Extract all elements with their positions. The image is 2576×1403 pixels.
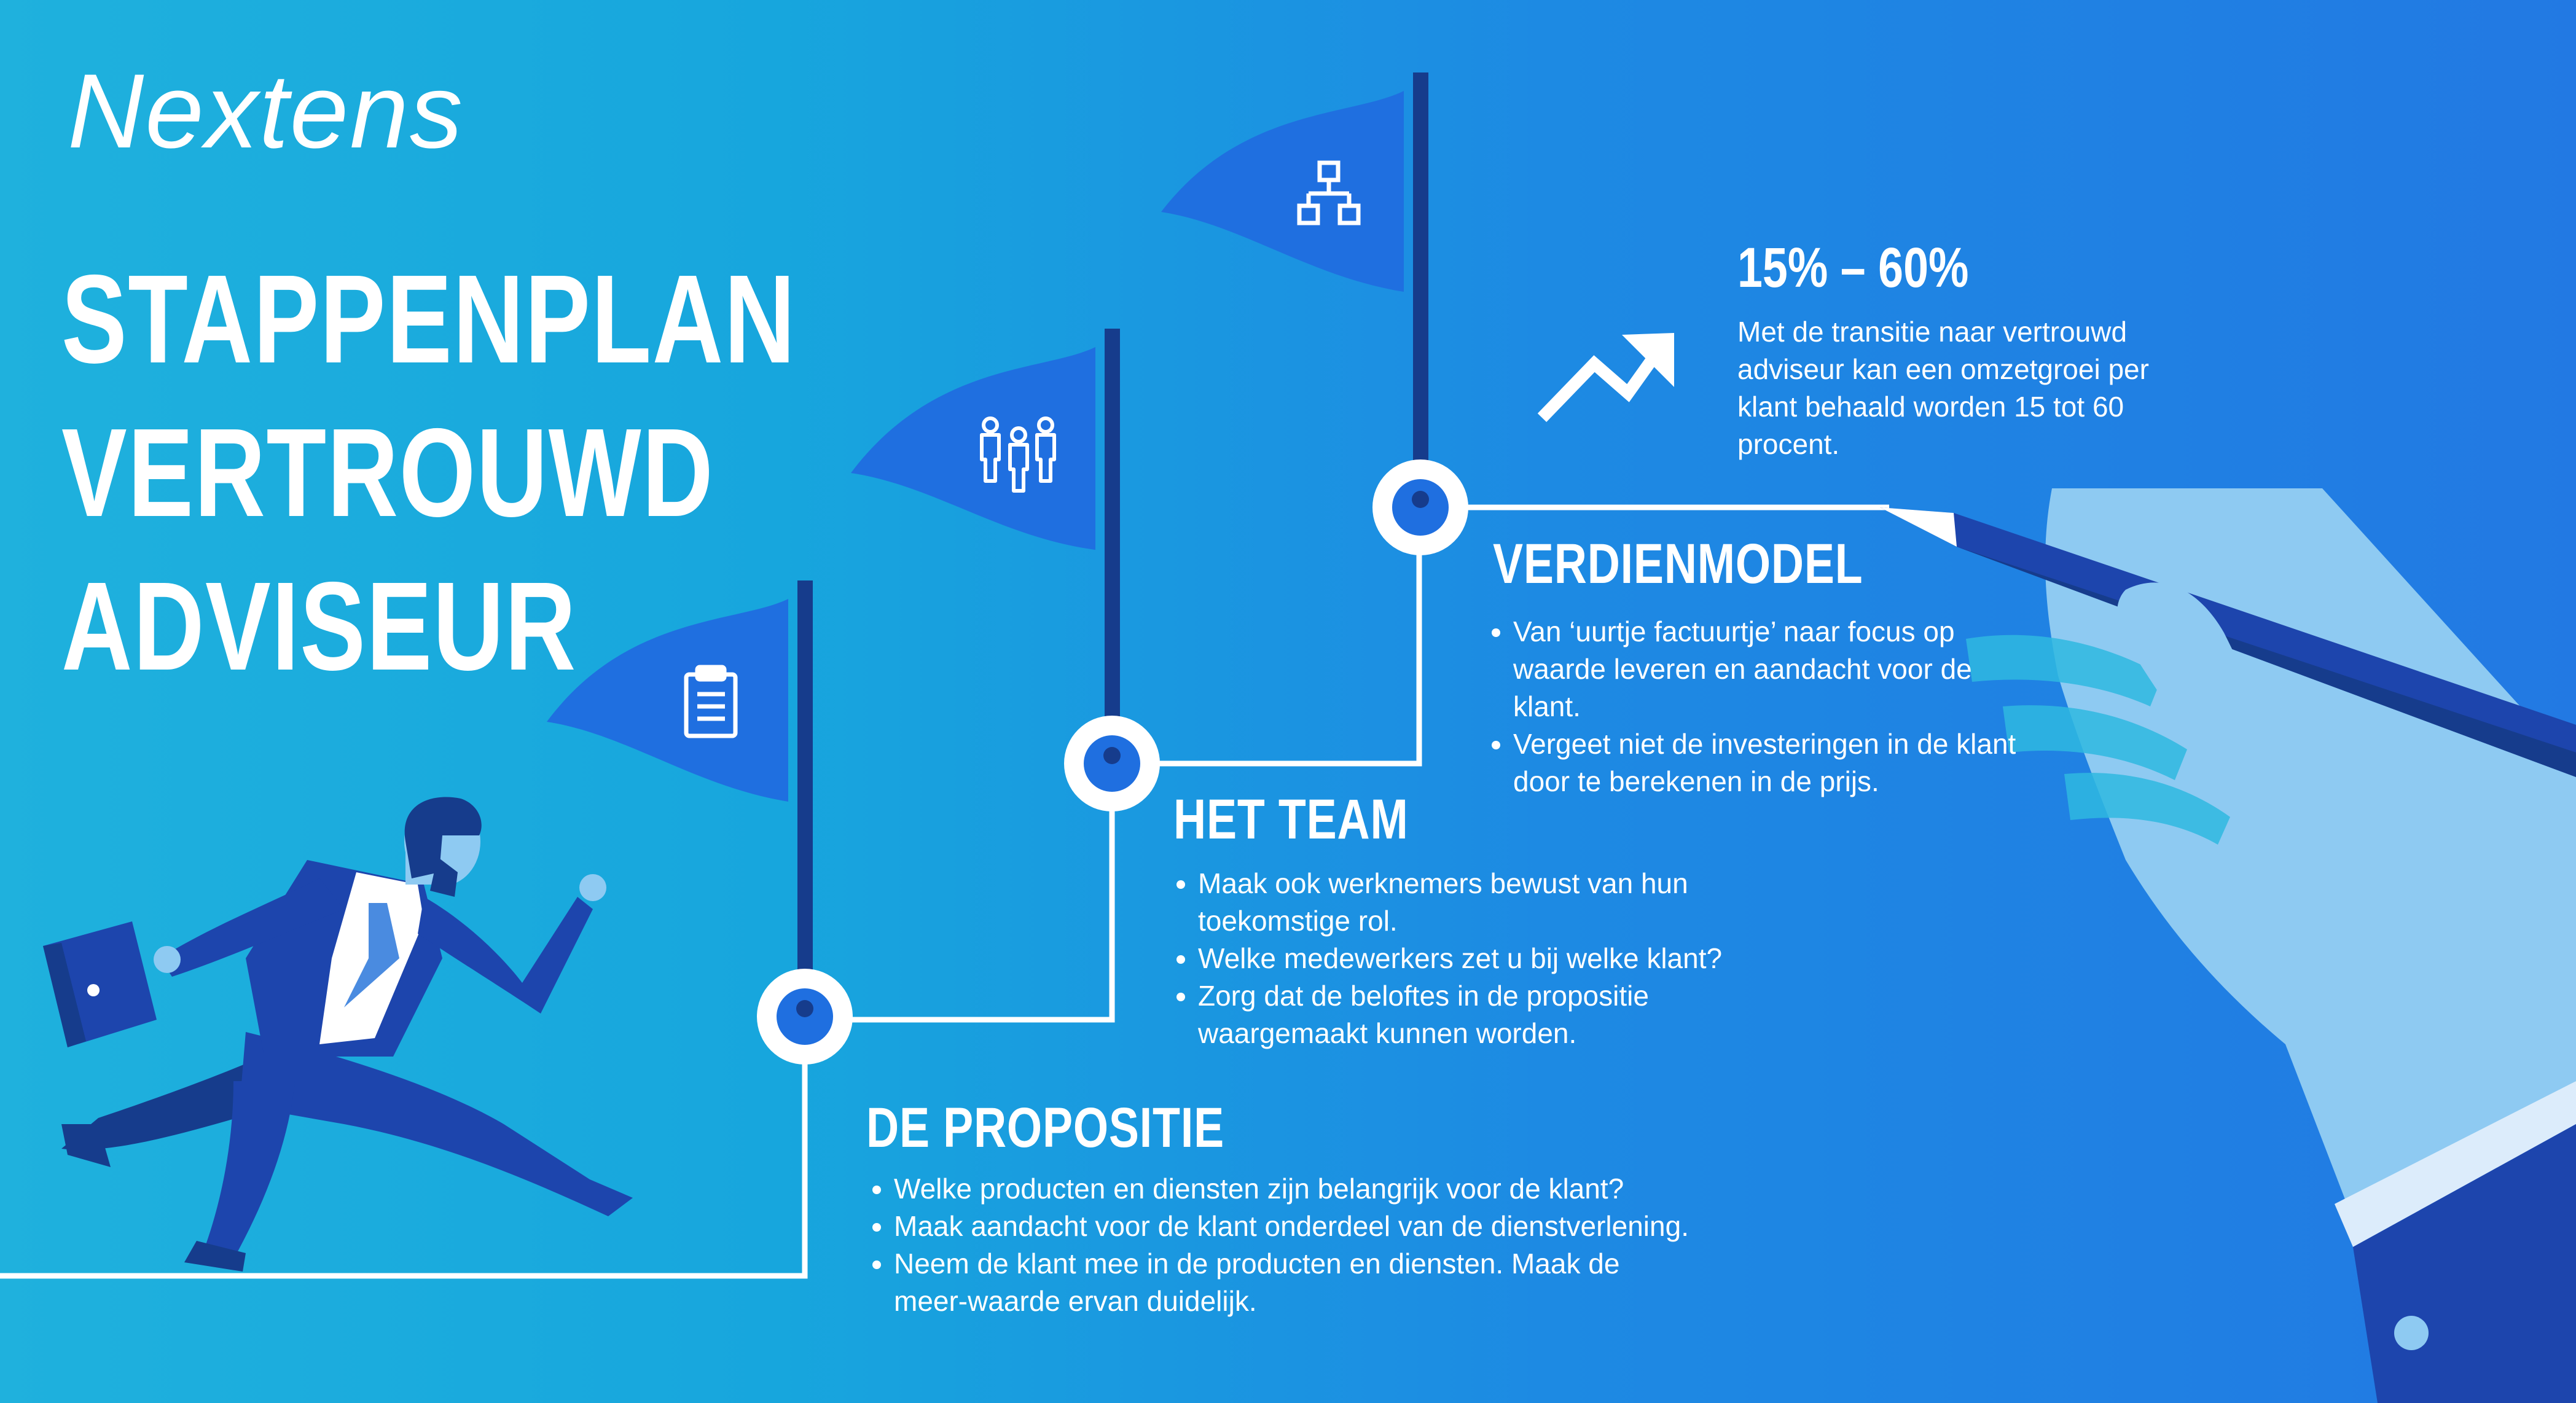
title-line-3: ADVISEUR bbox=[61, 556, 577, 697]
node-step-2 bbox=[1064, 716, 1160, 811]
page-title: STAPPENPLAN VERTROUWD ADVISEUR bbox=[61, 243, 796, 703]
growth-stat-value: 15% – 60% bbox=[1737, 236, 1969, 299]
list-item: Welke producten en diensten zijn belangr… bbox=[894, 1170, 1785, 1208]
list-item: Maak aandacht voor de klant onderdeel va… bbox=[894, 1208, 1785, 1245]
list-item: Maak ook werknemers bewust van hun toeko… bbox=[1198, 865, 1782, 940]
title-line-1: STAPPENPLAN bbox=[61, 249, 796, 389]
step-2-bullets: Maak ook werknemers bewust van hun toeko… bbox=[1161, 865, 1782, 1052]
hierarchy-icon bbox=[1297, 160, 1361, 225]
flag-step-3 bbox=[1161, 72, 1428, 507]
brand-logo: Nextens bbox=[68, 52, 464, 170]
team-icon bbox=[980, 416, 1056, 493]
list-item: Van ‘uurtje factuurtje’ naar focus op wa… bbox=[1513, 613, 2023, 725]
title-line-2: VERTROUWD bbox=[61, 402, 714, 543]
hand-holding-pen bbox=[1880, 488, 2576, 1403]
step-1-bullets: Welke producten en diensten zijn belangr… bbox=[857, 1170, 1785, 1320]
trend-up-arrow-icon bbox=[1537, 333, 1674, 422]
growth-stat-text: Met de transitie naar vertrouwd adviseur… bbox=[1737, 316, 2149, 460]
step-1-title: DE PROPOSITIE bbox=[866, 1096, 1224, 1159]
running-businessman bbox=[43, 797, 633, 1272]
step-3-title: VERDIENMODEL bbox=[1493, 533, 1863, 595]
step-2-title: HET TEAM bbox=[1173, 788, 1409, 851]
list-item: Welke medewerkers zet u bij welke klant? bbox=[1198, 940, 1782, 977]
list-item: Zorg dat de beloftes in de propositie wa… bbox=[1198, 977, 1782, 1052]
clipboard-icon bbox=[684, 665, 738, 738]
flag-step-2 bbox=[851, 329, 1120, 764]
list-item: Vergeet niet de investeringen in de klan… bbox=[1513, 725, 2023, 800]
node-step-3 bbox=[1372, 459, 1468, 555]
node-step-1 bbox=[757, 969, 853, 1065]
flag-step-1 bbox=[547, 580, 813, 1020]
step-3-bullets: Van ‘uurtje factuurtje’ naar focus op wa… bbox=[1476, 613, 2023, 800]
list-item: Neem de klant mee in de producten en die… bbox=[894, 1245, 1693, 1320]
